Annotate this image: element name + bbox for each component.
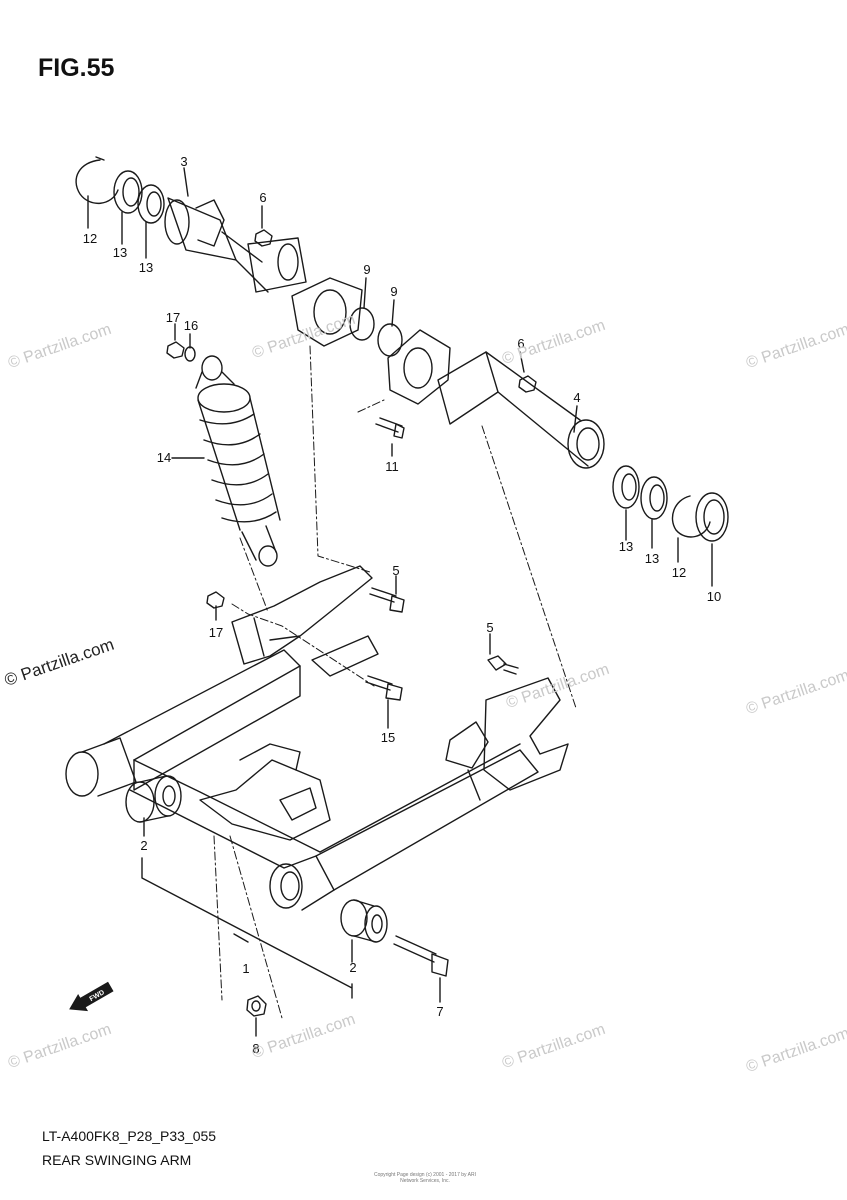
callout-3: 3 xyxy=(180,154,187,169)
callout-12: 12 xyxy=(83,231,97,246)
callout-6: 6 xyxy=(517,336,524,351)
nut-17-lower xyxy=(206,591,225,609)
figure-title: FIG.55 xyxy=(38,54,115,82)
bearing-13-right-b xyxy=(640,476,668,520)
diagram-name: REAR SWINGING ARM xyxy=(42,1152,192,1168)
callout-2: 2 xyxy=(140,838,147,853)
callout-8: 8 xyxy=(252,1041,259,1056)
callout-5: 5 xyxy=(486,620,493,635)
nut-6-right xyxy=(518,375,537,393)
fwd-label: FWD xyxy=(89,989,106,1003)
swing-arm-1 xyxy=(65,565,569,911)
shock-absorber-14 xyxy=(195,355,281,567)
bolt-5-right xyxy=(487,655,519,675)
callout-13: 13 xyxy=(113,245,127,260)
callout-1: 1 xyxy=(242,961,249,976)
bearing-13-left-a xyxy=(113,170,143,214)
o-ring-9-b xyxy=(377,323,403,357)
bearing-13-left-b xyxy=(137,184,165,224)
bolt-5-upper xyxy=(369,587,405,613)
callout-7: 7 xyxy=(436,1004,443,1019)
callout-16: 16 xyxy=(184,318,198,333)
bushing-2-right xyxy=(340,899,388,943)
washer-16 xyxy=(184,346,196,362)
model-code: LT-A400FK8_P28_P33_055 xyxy=(42,1128,217,1144)
bushing-2-left xyxy=(125,775,182,823)
callout-9: 9 xyxy=(363,262,370,277)
callout-5: 5 xyxy=(392,563,399,578)
bolt-11 xyxy=(375,417,405,439)
callout-12: 12 xyxy=(672,565,686,580)
fwd-arrow-icon: FWD xyxy=(69,981,114,1012)
bolt-15 xyxy=(365,675,403,701)
callout-2: 2 xyxy=(349,960,356,975)
callout-15: 15 xyxy=(381,730,395,745)
callout-17: 17 xyxy=(209,625,223,640)
nut-17-upper xyxy=(166,341,185,359)
callout-13: 13 xyxy=(619,539,633,554)
o-ring-9-a xyxy=(349,307,375,341)
seal-10 xyxy=(695,492,729,542)
callout-13: 13 xyxy=(139,260,153,275)
bolt-7 xyxy=(393,935,449,977)
nut-6-upper xyxy=(254,229,273,247)
callout-6: 6 xyxy=(259,190,266,205)
bearing-13-right-a xyxy=(612,465,640,509)
housing-flange-right xyxy=(291,277,363,347)
callout-13: 13 xyxy=(645,551,659,566)
callout-17: 17 xyxy=(166,310,180,325)
callout-11: 11 xyxy=(385,459,399,474)
callout-10: 10 xyxy=(707,589,721,604)
pivot-housing-3 xyxy=(164,197,307,293)
nut-8 xyxy=(246,995,267,1017)
shaft-4 xyxy=(437,351,605,469)
callout-14: 14 xyxy=(157,450,171,465)
copyright-notice: Copyright Page design (c) 2001 - 2017 by… xyxy=(373,1172,476,1184)
circlip-12-right xyxy=(671,495,711,538)
callout-4: 4 xyxy=(573,390,580,405)
shaft-flange-right xyxy=(387,329,451,405)
circlip-12-left xyxy=(75,156,119,204)
callout-9: 9 xyxy=(390,284,397,299)
